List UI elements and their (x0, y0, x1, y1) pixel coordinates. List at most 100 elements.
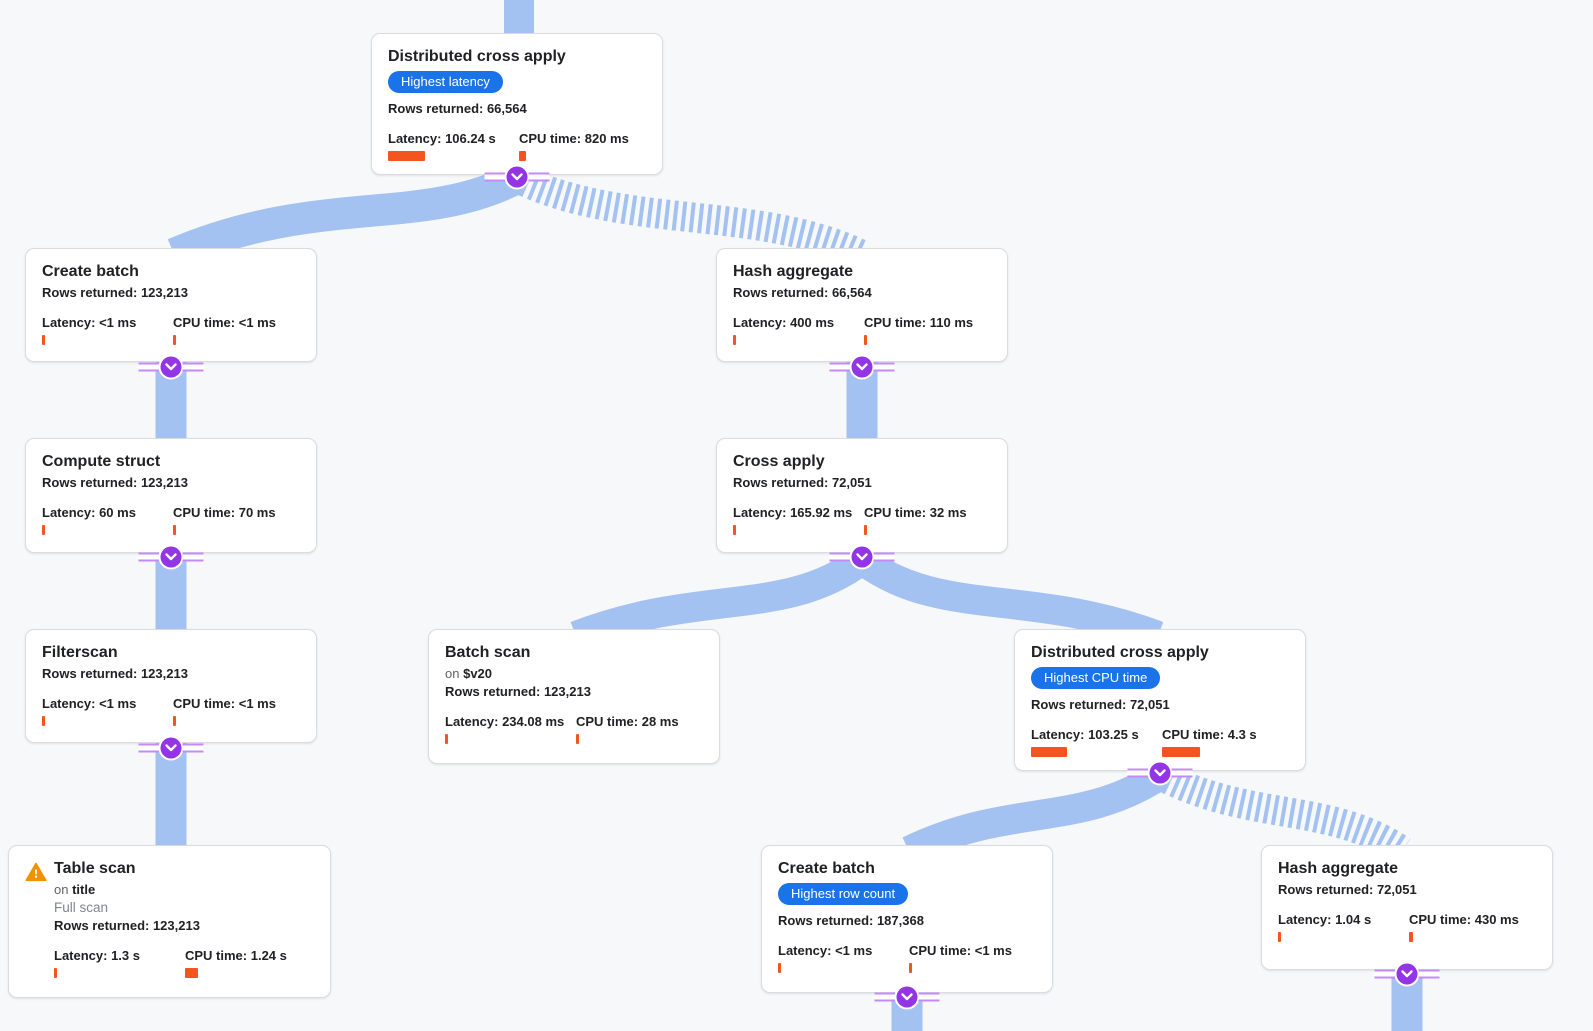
warning-icon (25, 859, 47, 978)
remote-call-edge-striped (1153, 761, 1411, 864)
node-title: Cross apply (733, 453, 825, 470)
junction-rail-left (829, 552, 851, 562)
data-flow-edge (902, 762, 1169, 865)
junction-rail-right (528, 172, 550, 182)
latency-metric: Latency: 1.04 s (1278, 912, 1409, 942)
latency-metric-bar (733, 525, 736, 535)
collapse-subtree-button[interactable] (1127, 762, 1193, 784)
junction-rail-right (918, 992, 940, 1002)
node-target: on $v20 (445, 666, 703, 681)
collapse-subtree-button[interactable] (829, 546, 895, 568)
cpu-time-metric-label: CPU time: 32 ms (864, 505, 967, 520)
cpu-time-metric: CPU time: <1 ms (173, 315, 304, 345)
node-target: on title (54, 882, 314, 897)
latency-metric: Latency: <1 ms (42, 696, 173, 726)
node-title: Filterscan (42, 644, 118, 661)
junction-rail-left (874, 992, 896, 1002)
cpu-time-metric-label: CPU time: 28 ms (576, 714, 679, 729)
remote-call-edge-striped (510, 164, 867, 268)
rows-returned: Rows returned: 66,564 (388, 101, 527, 116)
node-title: Distributed cross apply (1031, 644, 1209, 661)
collapse-subtree-button[interactable] (138, 546, 204, 568)
latency-metric-label: Latency: 234.08 ms (445, 714, 565, 729)
cpu-time-metric-bar (576, 734, 579, 744)
cpu-time-metric-label: CPU time: 4.3 s (1162, 727, 1257, 742)
data-flow-edge (853, 547, 1164, 651)
latency-metric-bar (1031, 747, 1067, 757)
junction-rail-right (182, 743, 204, 753)
cpu-time-metric-label: CPU time: 820 ms (519, 131, 629, 146)
rows-returned: Rows returned: 187,368 (778, 913, 924, 928)
latency-metric-bar (42, 335, 45, 345)
on-prefix: on (445, 666, 460, 681)
latency-metric-bar (42, 716, 45, 726)
latency-metric-bar (388, 151, 425, 161)
cpu-time-metric-label: CPU time: 70 ms (173, 505, 276, 520)
cpu-time-metric-label: CPU time: <1 ms (173, 315, 276, 330)
collapse-subtree-button[interactable] (829, 356, 895, 378)
node-title: Create batch (42, 263, 139, 280)
node-metrics: Latency: <1 ms CPU time: <1 ms (42, 315, 300, 345)
cpu-time-metric-bar (864, 335, 867, 345)
collapse-subtree-button[interactable] (138, 356, 204, 378)
cpu-time-metric-bar (173, 335, 176, 345)
node-metrics: Latency: 234.08 ms CPU time: 28 ms (445, 714, 703, 744)
latency-metric-label: Latency: <1 ms (42, 315, 137, 330)
node-note: Full scan (54, 900, 109, 915)
node-highlight-badge: Highest CPU time (1031, 666, 1289, 694)
junction-rail-left (1127, 768, 1149, 778)
rows-returned: Rows returned: 72,051 (1031, 697, 1170, 712)
cpu-time-metric: CPU time: 820 ms (519, 131, 650, 161)
junction-rail-right (1418, 969, 1440, 979)
cpu-time-metric-label: CPU time: 1.24 s (185, 948, 287, 963)
chevron-down-icon (506, 166, 528, 188)
junction-rail-right (1171, 768, 1193, 778)
latency-metric-label: Latency: 1.3 s (54, 948, 140, 963)
cpu-time-metric-bar (864, 525, 867, 535)
collapse-subtree-button[interactable] (138, 737, 204, 759)
junction-rail-left (138, 362, 160, 372)
node-highlight-badge: Highest latency (388, 70, 646, 98)
node-title: Batch scan (445, 644, 531, 661)
collapse-subtree-button[interactable] (874, 986, 940, 1008)
collapse-subtree-button[interactable] (1374, 963, 1440, 985)
chevron-down-icon (1149, 762, 1171, 784)
cpu-time-metric-bar (173, 525, 176, 535)
latency-metric-label: Latency: <1 ms (778, 943, 873, 958)
cpu-time-metric: CPU time: 110 ms (864, 315, 995, 345)
cpu-time-metric-label: CPU time: <1 ms (909, 943, 1012, 958)
latency-metric-label: Latency: 106.24 s (388, 131, 496, 146)
rows-returned: Rows returned: 66,564 (733, 285, 872, 300)
collapse-subtree-button[interactable] (484, 166, 550, 188)
